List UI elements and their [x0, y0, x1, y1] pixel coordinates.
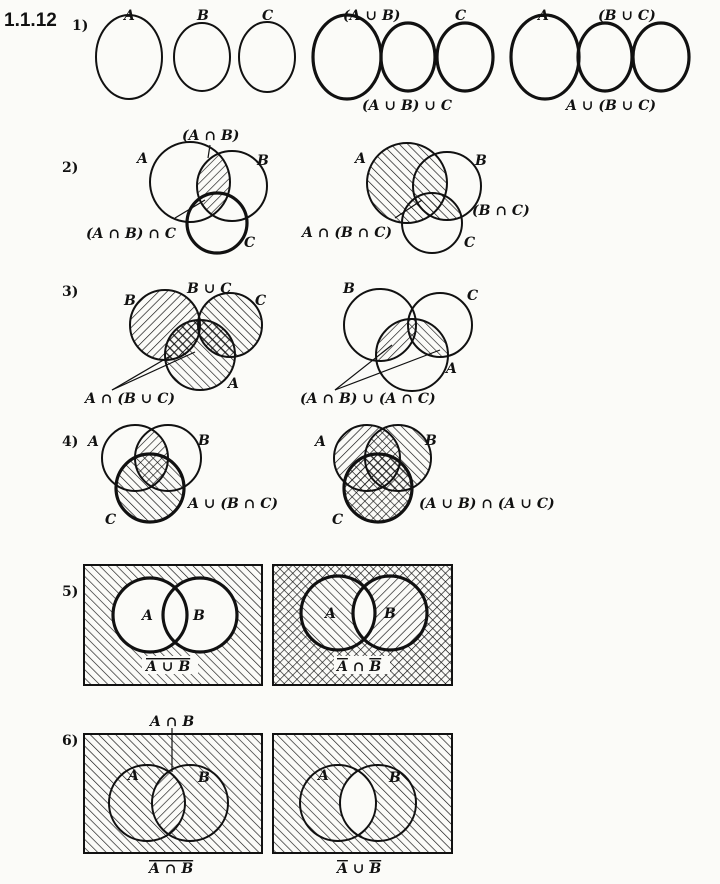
label-a: A	[536, 8, 549, 24]
label-c: C	[255, 293, 266, 309]
label-b: B	[192, 608, 205, 624]
union-bc-b	[576, 21, 634, 93]
label-c: C	[244, 235, 255, 251]
label-b: B	[196, 8, 209, 24]
problem-number: 1.1.12	[4, 10, 57, 31]
set-c-circle	[197, 292, 263, 358]
set-c-circle	[238, 21, 296, 93]
result-label: A ∩ (B ∪ C)	[83, 391, 175, 407]
set-c-circle	[407, 292, 473, 358]
label-c: C	[467, 288, 478, 304]
union-ab-b	[379, 21, 437, 93]
part-number: 3)	[62, 284, 78, 300]
part-1: 1) A B C (A ∪ B) C (A ∪ B) ∪ C A (B ∪ C)…	[72, 8, 691, 114]
set-a-circle	[108, 764, 186, 842]
part-number: 1)	[72, 18, 88, 34]
label-b: B	[383, 606, 396, 622]
part-number: 6)	[62, 733, 78, 749]
label-b: B	[342, 281, 355, 297]
label-a-union-b: (A ∪ B)	[343, 8, 400, 24]
set-b-circle	[351, 574, 429, 652]
universal-set-rect	[83, 564, 263, 686]
result-label: A ∪ (B ∪ C)	[564, 98, 656, 114]
universal-set-rect	[272, 564, 453, 686]
label-a: A	[316, 768, 329, 784]
set-c-circle	[114, 452, 186, 524]
label-a: A	[323, 606, 336, 622]
set-a-circle	[366, 142, 448, 224]
result-label: A ∩ B	[147, 861, 193, 877]
set-b-circle	[151, 764, 229, 842]
part-5: 5) A B A ∪ B A B A ∩ B	[62, 564, 453, 686]
set-c-circle	[185, 191, 249, 255]
set-b-circle	[343, 288, 417, 362]
set-b-circle	[412, 151, 482, 221]
result-label: (A ∪ B) ∪ C	[362, 98, 452, 114]
label-b: B	[197, 770, 210, 786]
set-a-circle	[111, 576, 189, 654]
universal-set-rect	[272, 733, 453, 854]
label-a-intersect-b: A ∩ B	[148, 714, 194, 730]
label-c: C	[262, 8, 273, 24]
label-c: C	[464, 235, 475, 251]
union-ab-a	[311, 13, 383, 101]
set-b-circle	[173, 22, 231, 92]
label-b: B	[197, 433, 210, 449]
label-a: A	[226, 376, 239, 392]
set-a-circle	[95, 14, 163, 100]
set-b-circle	[196, 150, 268, 222]
label-b: B	[256, 153, 269, 169]
set-c-circle	[342, 452, 414, 524]
label-a-intersect-b: (A ∩ B)	[182, 128, 239, 144]
universal-set-rect	[83, 733, 263, 854]
set-a-circle	[164, 319, 236, 391]
result-label: A ∪ (B ∩ C)	[186, 496, 278, 512]
result-label: (A ∩ B) ∩ C	[86, 226, 176, 242]
result-label: A ∪ B	[335, 861, 381, 877]
label-b: B	[388, 770, 401, 786]
label-a: A	[353, 151, 366, 167]
label-a: A	[135, 151, 148, 167]
set-a-circle	[149, 141, 231, 223]
set-c-circle	[401, 192, 463, 254]
part-6: 6) A ∩ B A B A ∩ B A B A ∪ B	[62, 714, 453, 877]
label-a: A	[122, 8, 135, 24]
label-b: B	[424, 433, 437, 449]
part-2: 2) (A ∩ B) A B C (A ∩ B) ∩ C A B C (B ∩ …	[62, 128, 530, 255]
result-label: (A ∩ B) ∪ (A ∩ C)	[300, 391, 436, 407]
union-bc-c	[631, 21, 691, 93]
set-a-hatched	[509, 13, 581, 101]
label-b-intersect-c: (B ∩ C)	[472, 203, 530, 219]
part-3: 3) B ∪ C B C A A ∩ (B ∪ C) B C A (A ∩ B)…	[62, 281, 478, 407]
set-a-circle	[375, 318, 449, 392]
part-number: 4)	[62, 434, 78, 450]
set-a-circle	[333, 424, 401, 492]
set-c-hatched	[435, 21, 495, 93]
part-4: 4) A B C A ∪ (B ∩ C) A B C (A ∪ B) ∩ (A …	[62, 424, 555, 528]
set-b-circle	[339, 764, 417, 842]
set-a-circle	[299, 574, 377, 652]
result-label: A ∪ B	[144, 659, 190, 675]
label-a: A	[444, 361, 457, 377]
label-b-union-c: (B ∪ C)	[598, 8, 656, 24]
label-a: A	[126, 768, 139, 784]
label-c: C	[332, 512, 343, 528]
set-b-circle	[161, 576, 239, 654]
part-number: 5)	[62, 584, 78, 600]
part-number: 2)	[62, 160, 78, 176]
result-label: (A ∪ B) ∩ (A ∪ C)	[419, 496, 555, 512]
label-c: C	[455, 8, 466, 24]
result-label: A ∩ B	[335, 659, 381, 675]
label-a: A	[140, 608, 153, 624]
label-b: B	[474, 153, 487, 169]
label-a: A	[313, 434, 326, 450]
label-b-union-c: B ∪ C	[186, 281, 231, 297]
set-a-circle	[299, 764, 377, 842]
label-a: A	[86, 434, 99, 450]
result-label: A ∩ (B ∩ C)	[300, 225, 392, 241]
label-c: C	[105, 512, 116, 528]
label-b: B	[123, 293, 136, 309]
